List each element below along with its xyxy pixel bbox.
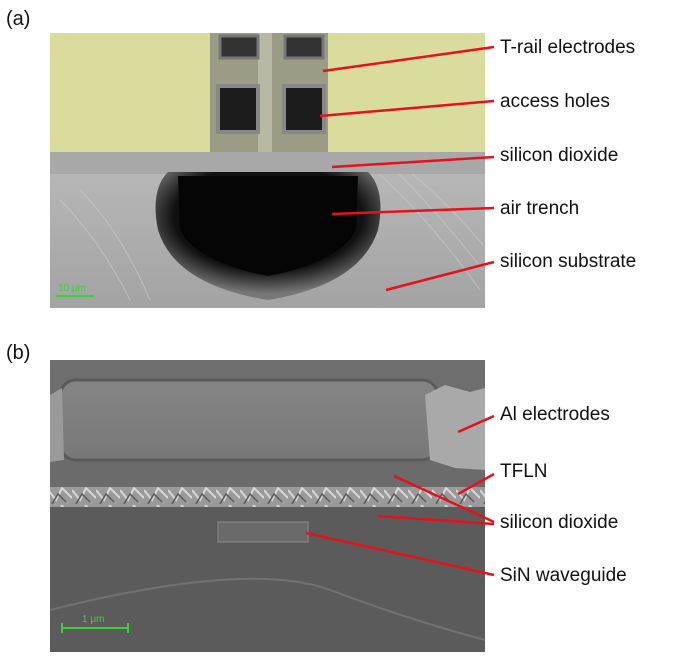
line-tfln bbox=[457, 472, 495, 496]
air-trench-core bbox=[178, 176, 358, 276]
panel-b-image bbox=[49, 360, 486, 652]
line-silicon-dioxide-b-lower bbox=[377, 514, 495, 526]
label-silicon-substrate: silicon substrate bbox=[500, 251, 637, 272]
electrode-debris-left bbox=[50, 388, 64, 462]
label-silicon-dioxide-b: silicon dioxide bbox=[500, 512, 619, 533]
access-holes-group bbox=[216, 34, 326, 134]
scale-bar-a-line bbox=[56, 295, 94, 297]
silicon-dioxide-upper bbox=[50, 458, 485, 488]
line-silicon-dioxide-a bbox=[331, 155, 495, 169]
panel-a-image bbox=[50, 33, 485, 308]
silicon-dioxide-layer-a bbox=[50, 152, 485, 174]
line-silicon-substrate bbox=[385, 260, 495, 292]
substrate-texture bbox=[59, 169, 484, 301]
tfln-layer bbox=[50, 487, 485, 507]
line-al-electrodes bbox=[457, 414, 495, 434]
sin-waveguide-shape bbox=[217, 521, 309, 543]
label-t-rail-electrodes: T-rail electrodes bbox=[500, 37, 636, 58]
scale-bar-b-line bbox=[61, 623, 129, 633]
label-sin-waveguide: SiN waveguide bbox=[500, 565, 627, 586]
panel-b-label: (b) bbox=[6, 342, 31, 364]
electrode-debris-right bbox=[425, 385, 485, 470]
lower-streak bbox=[49, 577, 486, 641]
line-t-rail bbox=[322, 45, 495, 73]
line-sin-waveguide bbox=[305, 531, 495, 577]
label-al-electrodes: Al electrodes bbox=[500, 404, 610, 425]
line-air-trench bbox=[331, 206, 495, 216]
panel-b-annotation-lines bbox=[305, 414, 495, 577]
panel-a-label: (a) bbox=[6, 8, 31, 30]
label-access-holes: access holes bbox=[500, 91, 610, 112]
label-tfln: TFLN bbox=[500, 461, 548, 482]
panel-a-annotation-lines bbox=[319, 45, 495, 292]
scale-bar-a-label: 10 μm bbox=[58, 283, 86, 294]
line-access-holes bbox=[319, 99, 495, 118]
label-silicon-dioxide-a: silicon dioxide bbox=[500, 145, 619, 166]
al-electrode-shape bbox=[58, 378, 440, 462]
scale-bar-b-label: 1 μm bbox=[82, 614, 104, 625]
label-air-trench: air trench bbox=[500, 198, 580, 219]
line-silicon-dioxide-b-upper bbox=[393, 474, 495, 524]
central-rail bbox=[258, 33, 272, 155]
